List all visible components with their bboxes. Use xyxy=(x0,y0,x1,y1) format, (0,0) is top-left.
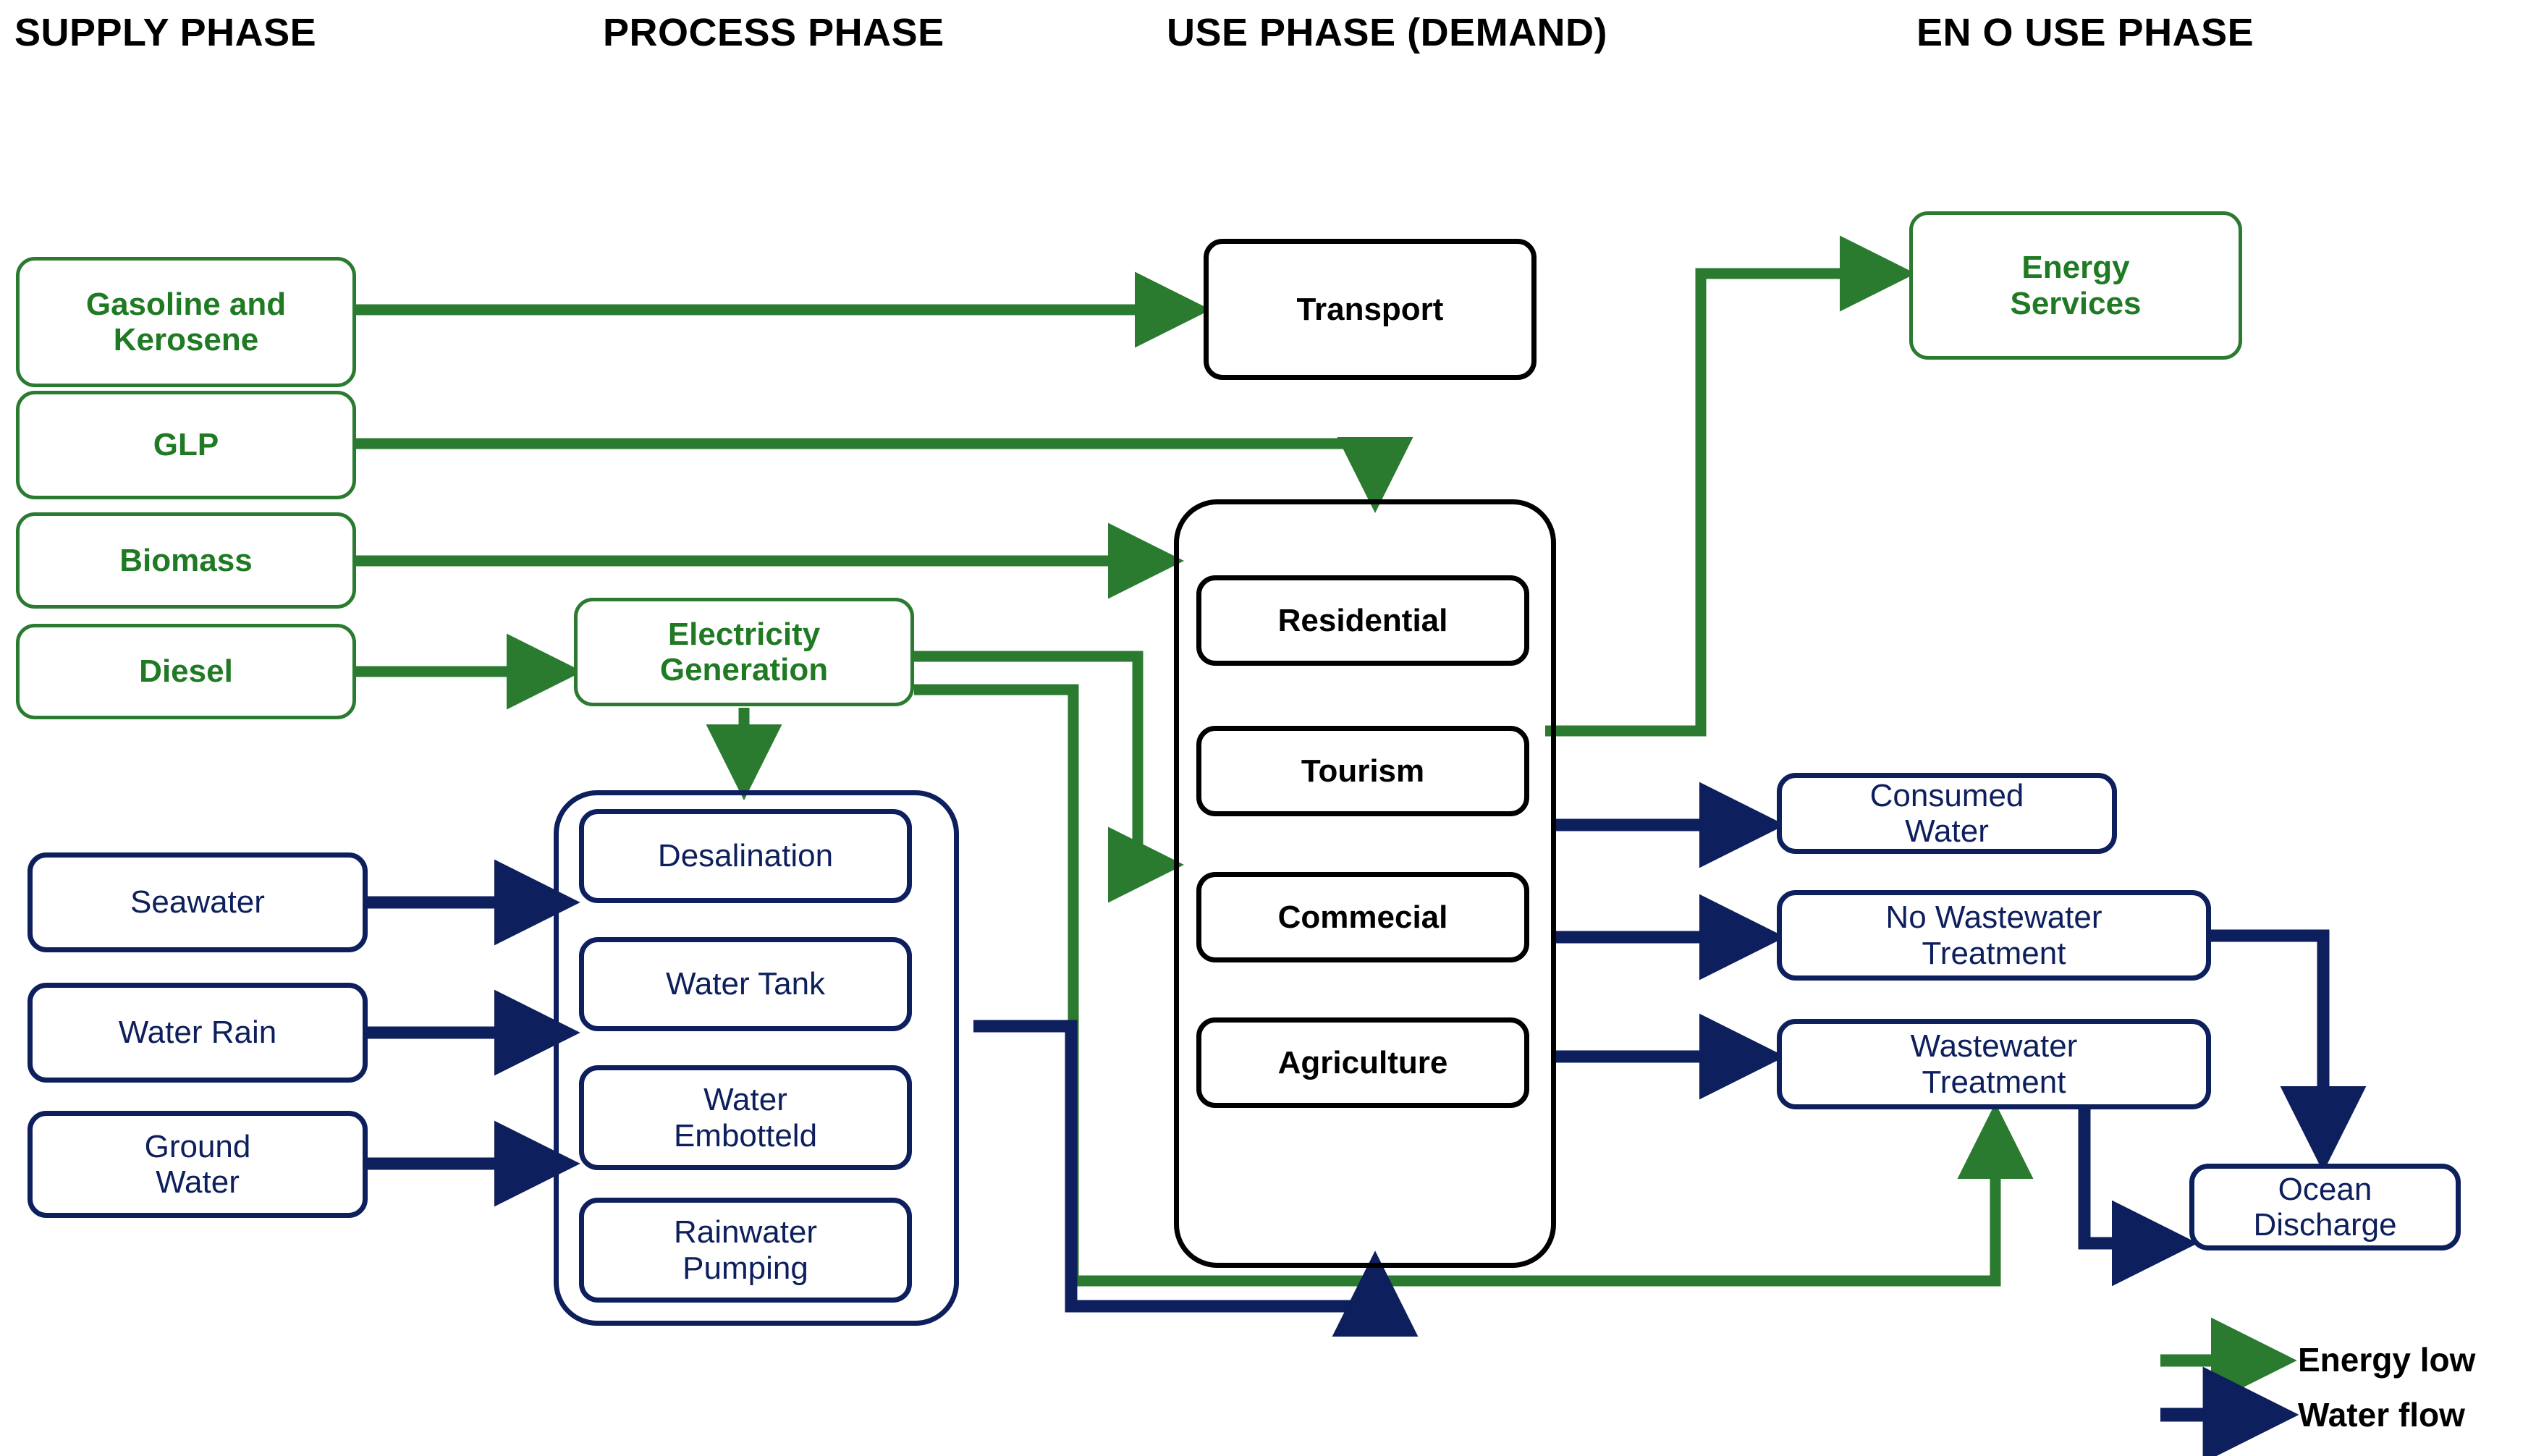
node-label: Seawater xyxy=(130,884,265,920)
node-residential[interactable]: Residential xyxy=(1196,575,1529,666)
arrow-wastewater-to-ocean-discharge xyxy=(2078,1109,2198,1287)
arrow-water-process-to-usephase xyxy=(973,1020,1419,1337)
legend-energy-label: Energy low xyxy=(2298,1341,2476,1379)
arrow-electricity-to-usephase xyxy=(914,651,1185,903)
node-transport[interactable]: Transport xyxy=(1204,239,1537,380)
header-end-use-phase: EN O USE PHASE xyxy=(1916,11,2254,54)
node-label: Biomass xyxy=(119,542,253,578)
node-desalination[interactable]: Desalination xyxy=(579,809,912,903)
node-water-rain[interactable]: Water Rain xyxy=(28,983,368,1083)
header-process-phase: PROCESS PHASE xyxy=(603,11,944,54)
node-label: GLP xyxy=(153,427,219,463)
node-biomass[interactable]: Biomass xyxy=(16,512,356,609)
node-label: Agriculture xyxy=(1277,1044,1448,1080)
node-commecial[interactable]: Commecial xyxy=(1196,872,1529,962)
node-label: Water Tank xyxy=(665,966,826,1002)
node-seawater[interactable]: Seawater xyxy=(28,852,368,952)
node-label: Commecial xyxy=(1277,899,1448,935)
node-label: Diesel xyxy=(139,653,233,690)
node-water-tank[interactable]: Water Tank xyxy=(579,937,912,1031)
group-use-phase-sectors xyxy=(1174,499,1556,1268)
node-label: Tourism xyxy=(1301,753,1425,789)
arrow-glp-to-usephase xyxy=(356,437,1413,514)
group-water-processes xyxy=(554,790,959,1326)
header-use-phase: USE PHASE (DEMAND) xyxy=(1167,11,1608,54)
node-label: Desalination xyxy=(657,838,834,874)
node-agriculture[interactable]: Agriculture xyxy=(1196,1017,1529,1108)
node-label: Transport xyxy=(1296,291,1444,327)
arrow-usephase-to-energy-services xyxy=(1545,235,1916,737)
header-supply-phase: SUPPLY PHASE xyxy=(14,11,317,54)
legend-water-label: Water flow xyxy=(2298,1396,2465,1434)
node-label: Water Rain xyxy=(118,1015,277,1051)
node-glp[interactable]: GLP xyxy=(16,391,356,499)
node-diesel[interactable]: Diesel xyxy=(16,624,356,719)
node-label: Residential xyxy=(1277,602,1448,638)
arrow-no-wastewater-to-ocean-discharge xyxy=(2211,929,2367,1172)
node-tourism[interactable]: Tourism xyxy=(1196,726,1529,816)
